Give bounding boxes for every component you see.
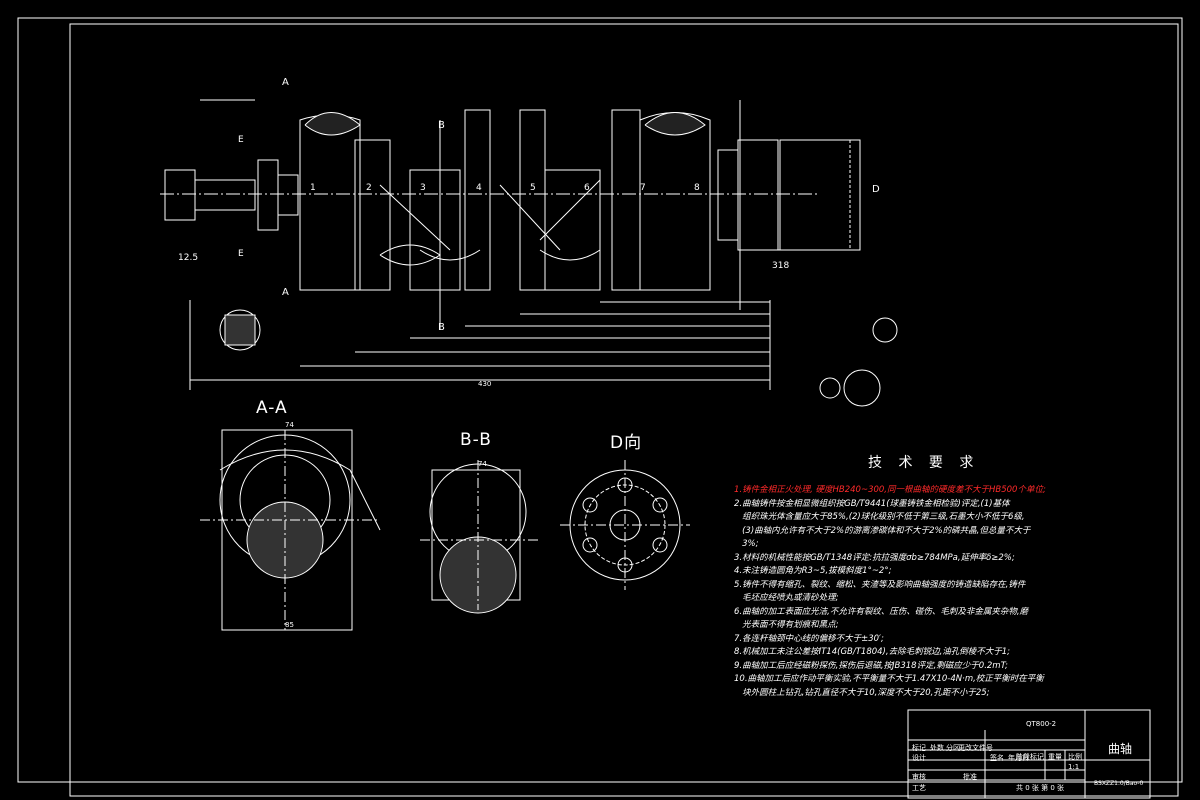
dim-aa-bottom: 85 (285, 621, 294, 629)
technical-requirements-list: 1.铸件金相正火处理, 硬度HB240~300,同一根曲轴的硬度差不大于HB50… (734, 484, 1104, 700)
journal-number: 8 (694, 183, 700, 193)
view-d-title: D向 (610, 433, 643, 453)
title-block-label: 标记 (912, 744, 926, 752)
material-code: QT800-2 (1026, 720, 1057, 728)
sheet-info: 共 0 张 第 0 张 (1016, 784, 1065, 792)
dim-right-318: 318 (772, 261, 789, 271)
technical-requirement-item: 8.机械加工未注公差按IT14(GB/T1804),去除毛刺锐边,油孔倒棱不大于… (734, 647, 1011, 657)
title-block-lines (907, 709, 1151, 799)
journal-number: 2 (366, 183, 372, 193)
drawing-number: BSXZZ1.0/Bao-0 (1094, 780, 1144, 787)
journal-number: 6 (584, 183, 590, 193)
section-bb-title: B-B (460, 430, 492, 450)
section-bb-view (420, 460, 540, 614)
view-d (560, 460, 690, 590)
technical-requirement-item: 4.未注铸造圆角为R3~5,拔模斜度1°~2°; (734, 566, 892, 576)
technical-requirement-item: 3.材料的机械性能按GB/T1348评定:抗拉强度σb≥784MPa,延伸率δ≥… (734, 552, 1015, 563)
section-mark: E (238, 249, 244, 259)
technical-requirement-item: 6.曲轴的加工表面应光洁,不允许有裂纹、压伤、碰伤、毛刺及非金属夹杂物,磨 光表… (734, 606, 1029, 631)
section-mark: E (238, 135, 244, 145)
section-mark: A (282, 77, 289, 88)
drawing-border-inner (69, 23, 1179, 797)
section-mark: B (438, 120, 445, 131)
title-block-label: 批准 (963, 773, 977, 781)
technical-requirement-item: 9.曲轴加工后应经磁粉探伤,探伤后退磁,按JB318评定,剩磁应少于0.2mT; (734, 660, 1008, 671)
technical-requirements-title: 技 术 要 求 (868, 455, 980, 471)
journal-number: 1 (310, 183, 316, 193)
title-block-label: 阶段标记 (1016, 753, 1044, 761)
dim-left-125: 12.5 (178, 253, 198, 263)
section-mark: D (872, 184, 880, 195)
section-aa-title: A-A (256, 398, 288, 418)
part-name: 曲轴 (1108, 742, 1133, 756)
title-block-label: 比例 (1068, 753, 1082, 761)
section-mark: A (282, 287, 289, 298)
dim-bb-top: 74 (478, 460, 487, 468)
title-block-label: 年月日 (1008, 754, 1029, 762)
technical-requirement-item: 7.各连杆轴颈中心线的偏移不大于±30′; (734, 633, 884, 644)
technical-requirement-item: 5.铸件不得有缩孔、裂纹、缩松、夹渣等及影响曲轴强度的铸造缺陷存在,铸件 毛坯应… (734, 579, 1026, 604)
title-block-label: 工艺 (912, 784, 926, 792)
technical-requirement-item: 10.曲轴加工后应作动平衡实验,不平衡量不大于1.47X10-4N·m,校正平衡… (734, 674, 1044, 698)
title-block: QT800-2 曲轴 标记 处数 分区 更改文件号 签名 年月日 设计 审核 工… (908, 710, 1150, 798)
title-block-label: 更改文件号 (958, 744, 993, 752)
technical-requirement-item: 2.曲轴铸件按金相显微组织按GB/T9441(球墨铸铁金相检验)评定,(1)基体… (734, 498, 1031, 550)
drawing-border-outer (17, 17, 1183, 783)
title-block-label: 审核 (912, 773, 926, 781)
scale-value: 1:1 (1068, 763, 1080, 771)
title-block-label: 处数 (930, 744, 944, 752)
journal-number: 7 (640, 183, 646, 193)
section-mark: B (438, 322, 445, 333)
section-aa-view (200, 429, 381, 631)
title-block-label: 重量 (1048, 753, 1062, 761)
title-block-label: 分区 (946, 744, 960, 752)
crankshaft-main-view (160, 99, 898, 407)
technical-requirements: 技 术 要 求 1.铸件金相正火处理, 硬度HB240~300,同一根曲轴的硬度… (734, 452, 1104, 700)
journal-number: 3 (420, 183, 426, 193)
journal-number: 5 (530, 183, 536, 193)
title-block-label: 设计 (912, 754, 926, 762)
title-block-label: 签名 (990, 754, 1004, 762)
dim-aa-top: 74 (285, 421, 294, 429)
technical-requirement-item: 1.铸件金相正火处理, 硬度HB240~300,同一根曲轴的硬度差不大于HB50… (734, 485, 1046, 495)
dim-overall: 430 (478, 380, 491, 388)
journal-number: 4 (476, 183, 482, 193)
